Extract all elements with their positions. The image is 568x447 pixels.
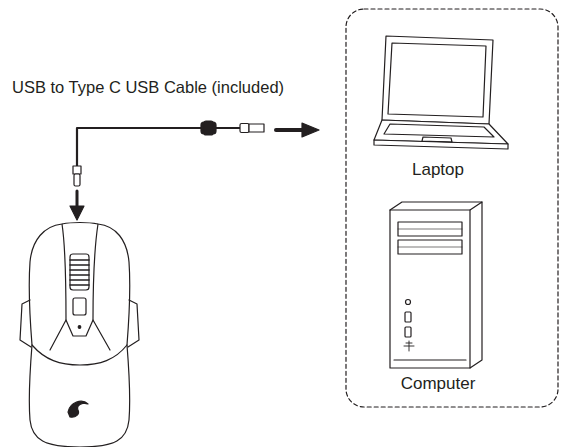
device-label: Laptop: [412, 160, 464, 180]
usb-cable: [73, 121, 264, 186]
connect-arrow: [276, 123, 319, 137]
plug-arrow: [70, 191, 84, 220]
device-region: [346, 9, 558, 407]
computer-tower: [390, 202, 482, 368]
device-label: Computer: [401, 374, 476, 394]
laptop: [374, 36, 508, 149]
cable-label: USB to Type C USB Cable (included): [12, 78, 284, 97]
mouse: [20, 223, 139, 447]
